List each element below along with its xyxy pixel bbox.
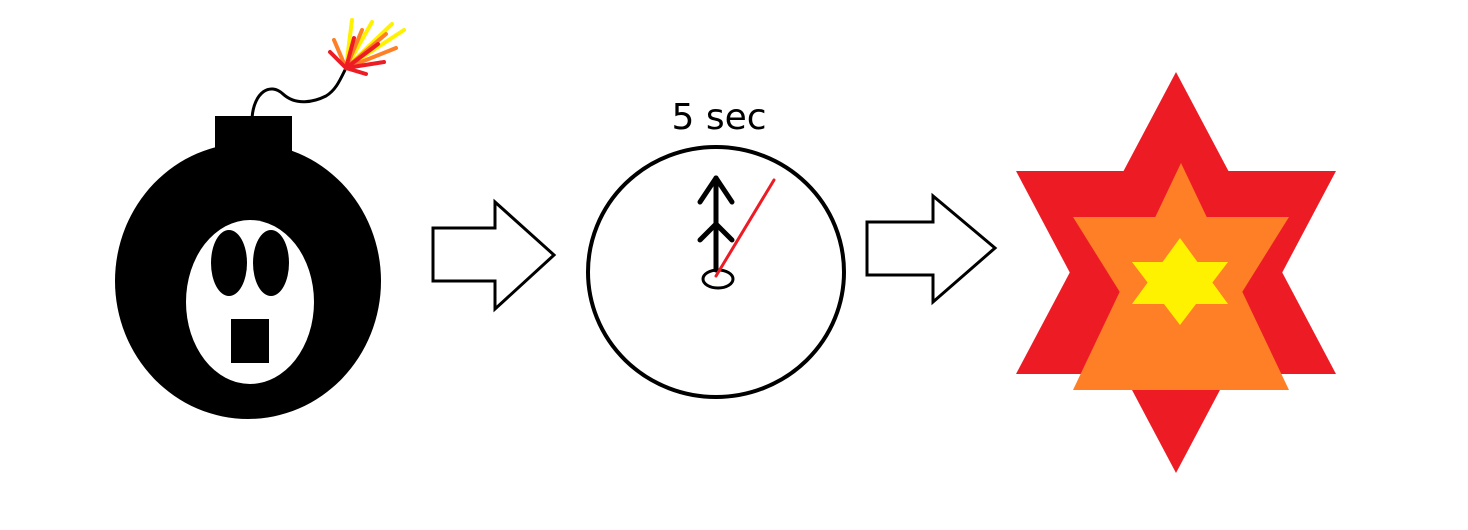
bomb-mouth xyxy=(231,319,269,363)
arrow-right-icon xyxy=(865,192,998,306)
bomb-fuse xyxy=(250,66,348,120)
bomb-icon xyxy=(115,18,406,419)
timer-step: 5 sec xyxy=(586,97,846,399)
fuse-flame xyxy=(328,18,406,76)
bomb-left-eye xyxy=(211,230,247,296)
bomb-right-eye xyxy=(253,230,289,296)
clock-icon xyxy=(586,145,846,399)
explosion-icon xyxy=(1016,72,1336,473)
arrow-right-icon xyxy=(431,198,557,313)
timer-label: 5 sec xyxy=(671,97,766,138)
clock-second-hand xyxy=(714,178,776,278)
explosion-inner-star-inverted xyxy=(1132,262,1228,325)
clock-minute-hand xyxy=(697,175,735,273)
